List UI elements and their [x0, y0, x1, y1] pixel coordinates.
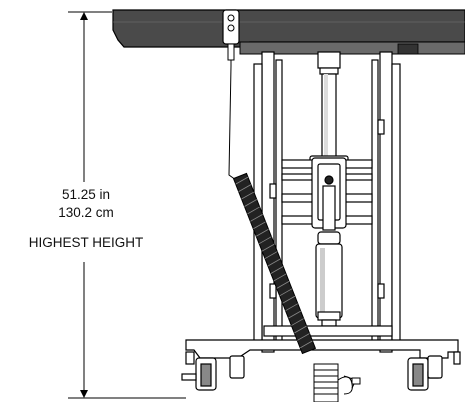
hydraulic-cylinder — [281, 51, 373, 327]
height-dimension-line — [68, 11, 186, 399]
tabletop — [112, 9, 465, 55]
base-frame — [185, 325, 461, 365]
height-cm-label: 130.2 cm — [58, 205, 114, 220]
height-caption: HIGHEST HEIGHT — [28, 235, 144, 250]
power-cord-coil — [313, 363, 361, 403]
height-inches-label: 51.25 in — [61, 187, 111, 202]
coiled-cord — [232, 172, 317, 355]
hand-control-pendant — [222, 9, 240, 181]
caster-wheels — [181, 355, 443, 391]
